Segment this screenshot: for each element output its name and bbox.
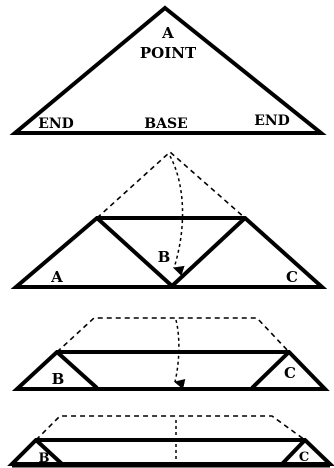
- step-3-label-c: C: [284, 364, 296, 382]
- step-2-label-b: B: [158, 248, 171, 266]
- step-3-outline: [11, 350, 330, 391]
- left-end-label: END: [38, 116, 74, 132]
- base-label: BASE: [144, 116, 187, 132]
- step-2-fold-arrow: [169, 155, 185, 276]
- step-2-fold-point-down: A B C: [10, 150, 328, 289]
- step-3-fold-arrow: [173, 319, 186, 390]
- step-2-folded-flap: [95, 216, 247, 289]
- step-3-right-flap-crease: [250, 350, 291, 390]
- step-4-final-fold: B C: [7, 415, 334, 468]
- step-4-left-flap-crease: [34, 438, 64, 466]
- apex-letter-label: A: [161, 24, 174, 42]
- step-3-label-b: B: [52, 370, 65, 388]
- apex-point-label: POINT: [140, 44, 197, 62]
- right-end-label: END: [254, 113, 290, 129]
- step-3-left-flap-crease: [55, 350, 99, 390]
- step-1-outline: [9, 5, 327, 135]
- step-4-right-flap-crease: [280, 438, 307, 466]
- step-4-outline: [7, 438, 334, 466]
- step-2-label-c: C: [286, 268, 298, 286]
- step-3-fold-again: B C: [11, 317, 330, 391]
- step-2-outline: [10, 216, 328, 289]
- step-4-label-c: C: [299, 450, 309, 465]
- step-3-dashed-previous-outline: [56, 317, 290, 353]
- step-4-label-b: B: [39, 451, 50, 466]
- step-4-dashed-previous-outline: [35, 415, 306, 441]
- step-1-triangle: A POINT END BASE END: [9, 5, 327, 135]
- step-2-dashed-original-point: [96, 150, 246, 219]
- step-2-label-a: A: [50, 268, 63, 286]
